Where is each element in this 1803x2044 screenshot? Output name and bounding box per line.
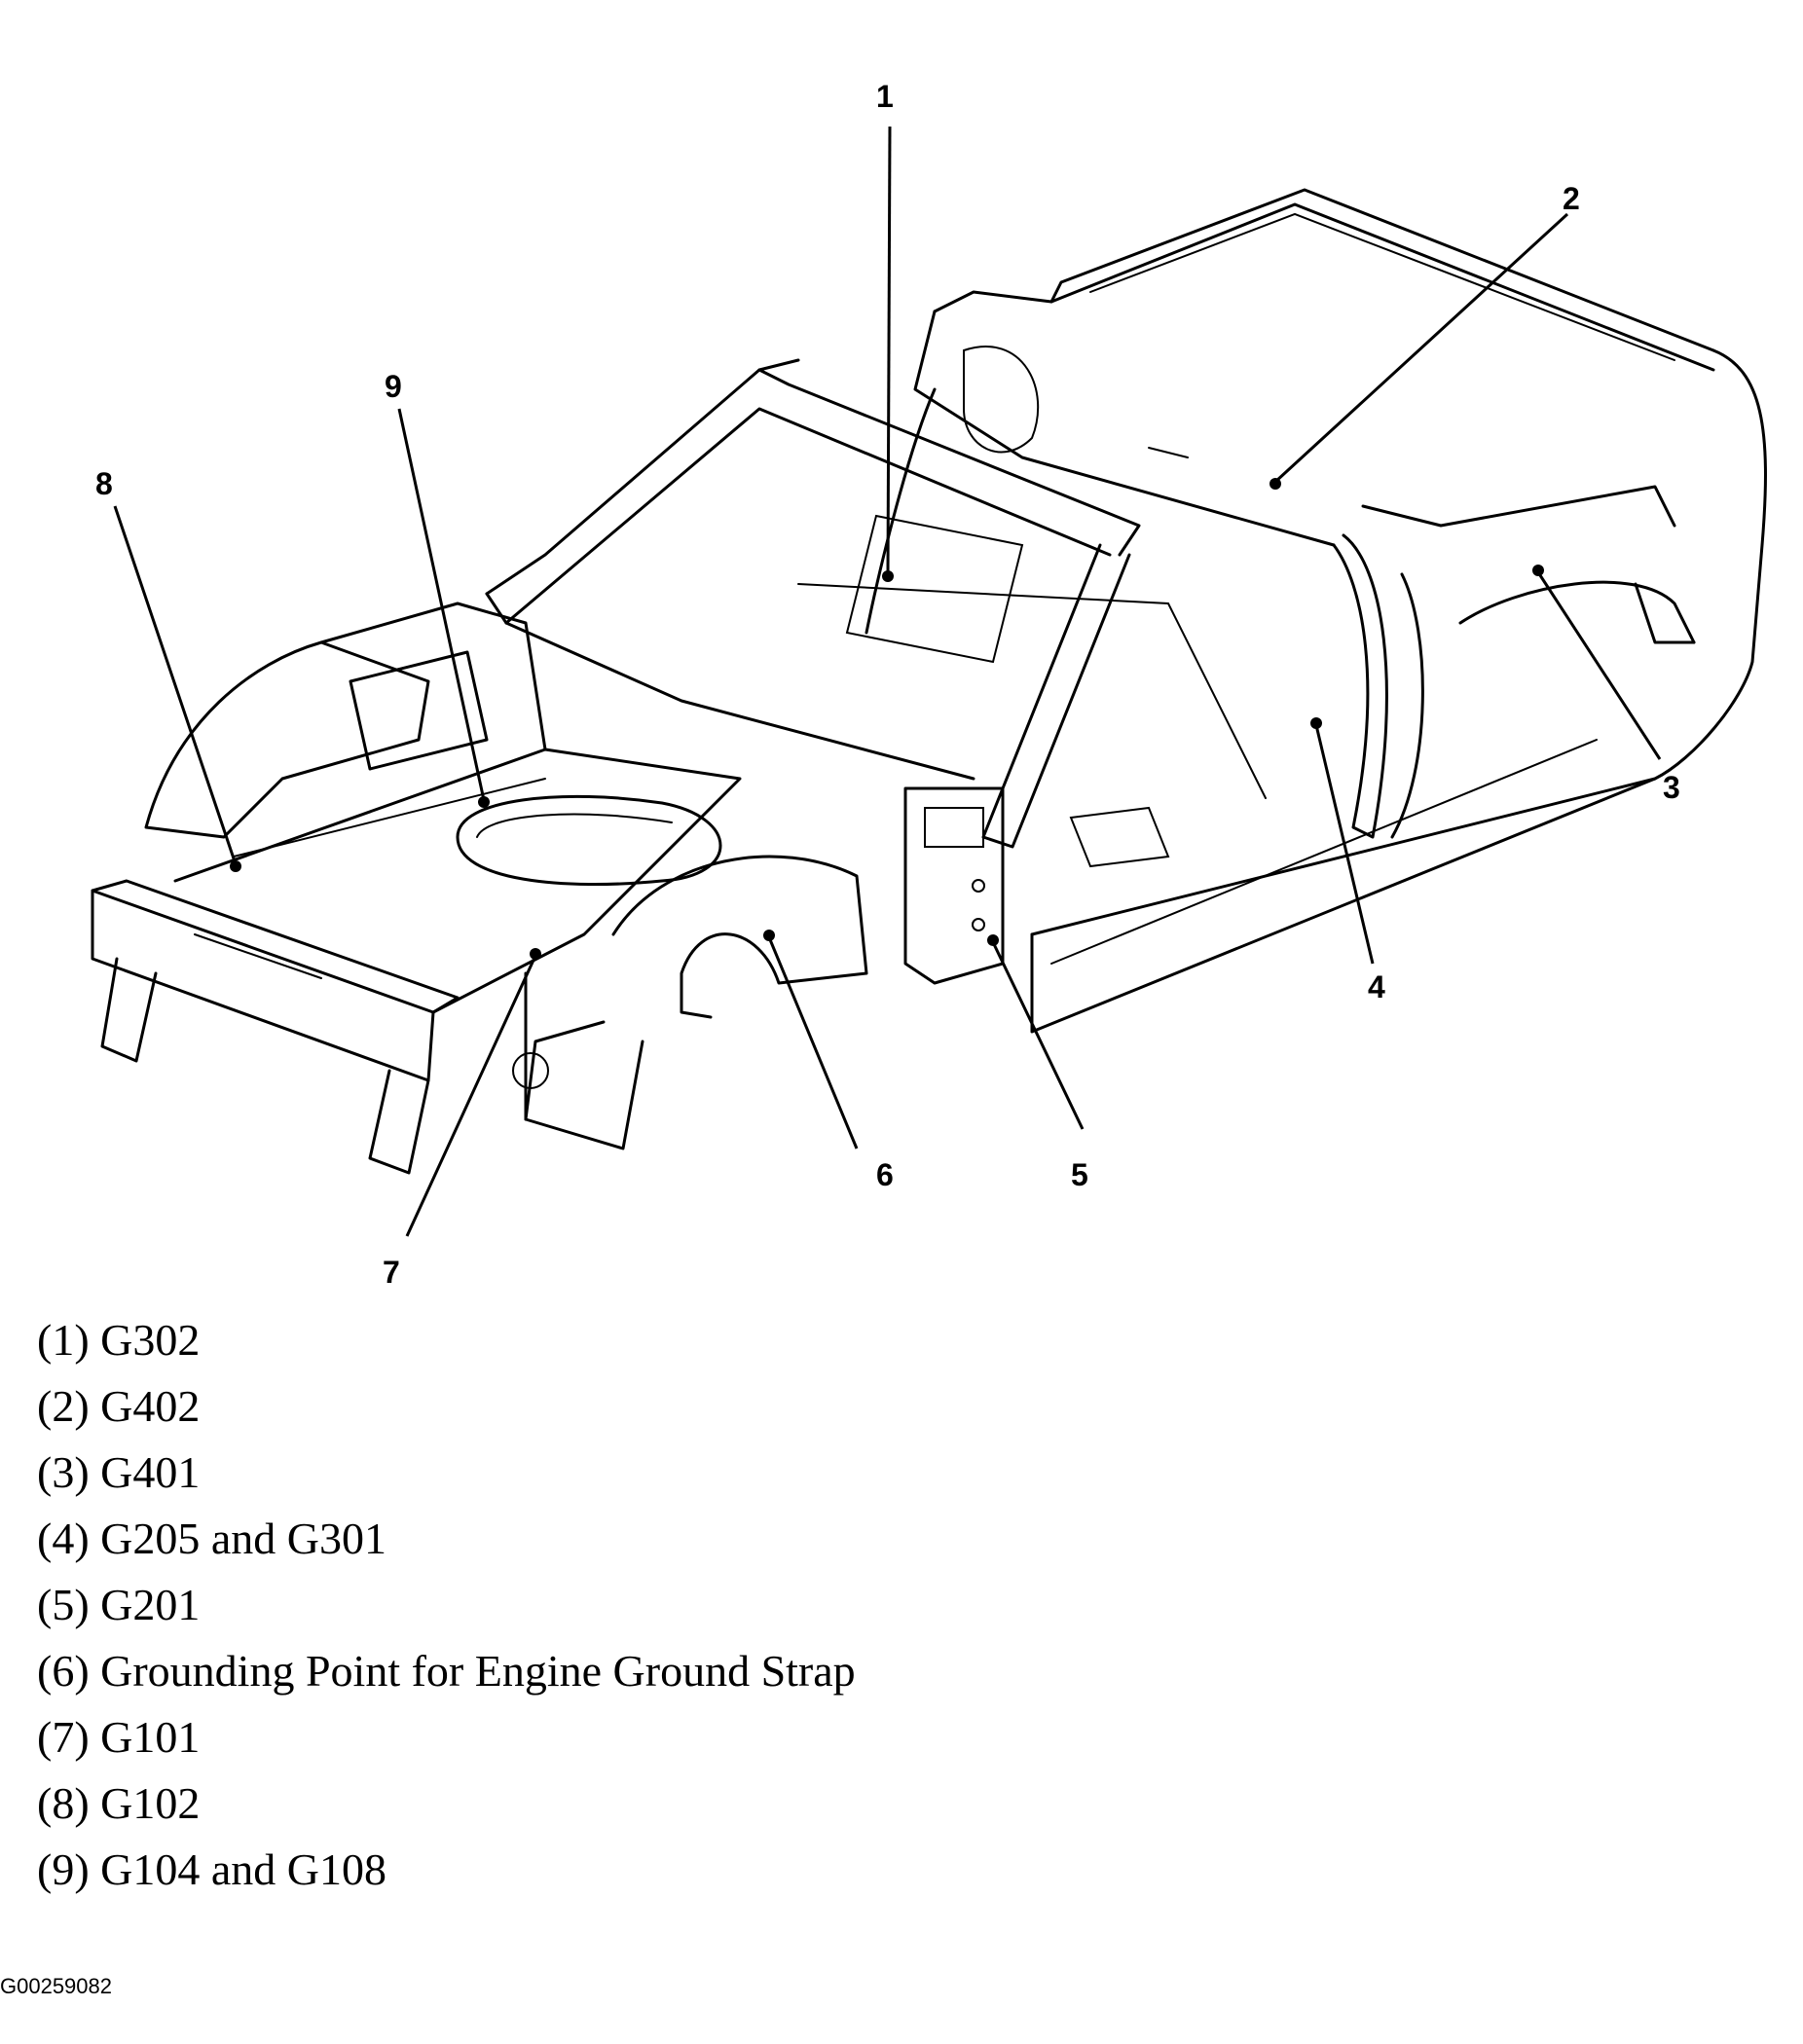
- ground-location-legend: (1) G302 (2) G402 (3) G401 (4) G205 and …: [37, 1307, 856, 1903]
- figure-id: G00259082: [0, 1974, 112, 1998]
- callout-8: 8: [95, 466, 113, 501]
- legend-item: (2) G402: [37, 1381, 201, 1431]
- vehicle-body-illustration: [91, 188, 1767, 1175]
- legend-item: (6) Grounding Point for Engine Ground St…: [37, 1646, 856, 1696]
- legend-item: (4) G205 and G301: [37, 1514, 386, 1563]
- callout-4: 4: [1368, 969, 1385, 1004]
- callout-5: 5: [1071, 1157, 1088, 1192]
- callout-7: 7: [383, 1255, 400, 1290]
- legend-item: (5) G201: [37, 1580, 201, 1629]
- legend-item: (7) G101: [37, 1712, 201, 1762]
- callout-3: 3: [1663, 770, 1680, 805]
- callout-1: 1: [876, 79, 894, 114]
- callout-6: 6: [876, 1157, 894, 1192]
- legend-item: (9) G104 and G108: [37, 1844, 386, 1894]
- callout-9: 9: [385, 369, 402, 404]
- legend-item: (8) G102: [37, 1778, 201, 1828]
- legend-item: (1) G302: [37, 1315, 201, 1365]
- callout-leaders: [113, 126, 1662, 1237]
- legend-item: (3) G401: [37, 1447, 201, 1497]
- callout-2: 2: [1563, 181, 1580, 216]
- vehicle-body-diagram: 1 2 3 4 5 6 7 8 9: [91, 79, 1767, 1290]
